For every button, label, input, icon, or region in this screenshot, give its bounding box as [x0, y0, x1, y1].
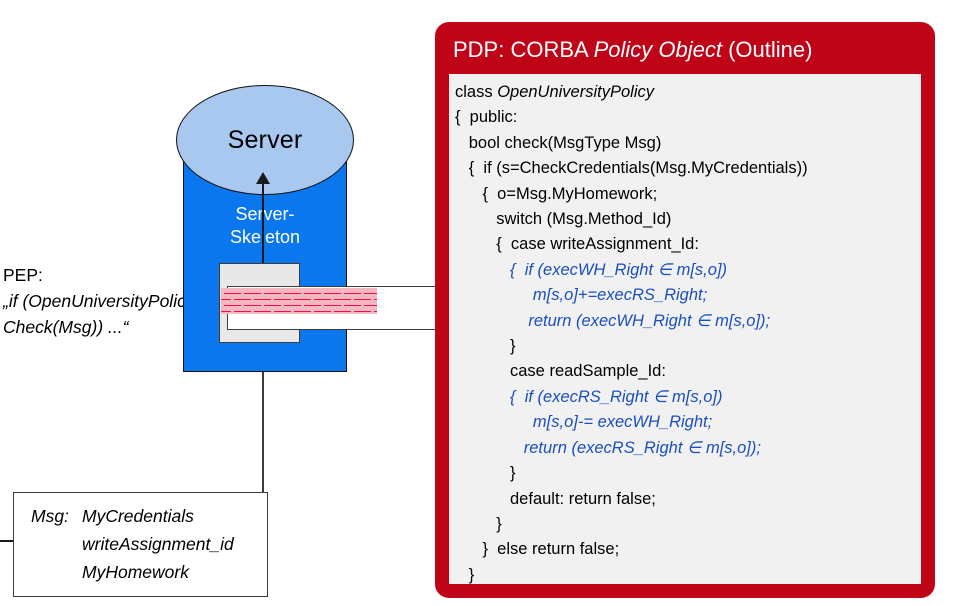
firewall-brick-icon [221, 288, 377, 314]
pdp-title-emphasis: Policy Object [593, 37, 722, 62]
code-line: m[s,o]+=execRS_Right; [455, 286, 708, 305]
code-line: return (execWH_Right ∈ m[s,o]); [455, 311, 771, 330]
server-label: Server [227, 125, 303, 154]
code-line: } else return false; [455, 540, 620, 559]
code-line: { case writeAssignment_Id: [455, 235, 699, 254]
message-field-object: MyHomework [82, 562, 189, 582]
pdp-panel-title: PDP: CORBA Policy Object (Outline) [453, 37, 812, 63]
code-line: } [455, 337, 516, 356]
code-line: } [455, 464, 516, 483]
msg-flow-line-vertical [262, 372, 264, 539]
code-line: { if (execWH_Right ∈ m[s,o]) [455, 260, 728, 279]
code-line: return (execRS_Right ∈ m[s,o]); [455, 438, 761, 457]
code-line: } [455, 514, 502, 533]
code-line: class OpenUniversityPolicy [455, 80, 921, 105]
code-line: } [455, 565, 475, 584]
code-line: bool check(MsgType Msg) [455, 133, 662, 152]
pdp-panel: PDP: CORBA Policy Object (Outline) class… [435, 22, 935, 598]
pep-caption: PEP: „if (OpenUniversityPolicy. Check(Ms… [3, 262, 198, 340]
code-line: case readSample_Id: [455, 362, 666, 381]
code-line: { o=Msg.MyHomework; [455, 184, 658, 203]
upward-call-arrow-head [256, 172, 270, 184]
message-field-method: writeAssignment_id [82, 534, 234, 554]
code-line: { if (s=CheckCredentials(Msg.MyCredentia… [455, 159, 808, 178]
message-box-label: Msg: [31, 506, 69, 526]
pdp-title-prefix: PDP: CORBA [453, 37, 594, 62]
code-line: switch (Msg.Method_Id) [455, 210, 672, 229]
upward-call-arrow-shaft [262, 178, 264, 299]
code-token: class [455, 83, 498, 101]
message-field-credentials: MyCredentials [82, 506, 194, 526]
code-line: { public: [455, 108, 518, 127]
code-line: { if (execRS_Right ∈ m[s,o]) [455, 387, 723, 406]
pep-caption-line1: „if (OpenUniversityPolicy. [3, 291, 199, 311]
pdp-title-suffix: (Outline) [721, 37, 813, 62]
code-token-emphasis: OpenUniversityPolicy [497, 83, 654, 101]
code-line: m[s,o]-= execWH_Right; [455, 413, 713, 432]
pep-caption-line2: Check(Msg)) ...“ [3, 317, 129, 337]
pep-caption-header: PEP: [3, 265, 43, 285]
message-box: Msg: MyCredentials writeAssignment_id My… [13, 492, 268, 597]
policy-object-code-listing: class OpenUniversityPolicy { public: bool… [449, 74, 921, 584]
code-line: default: return false; [455, 489, 656, 508]
